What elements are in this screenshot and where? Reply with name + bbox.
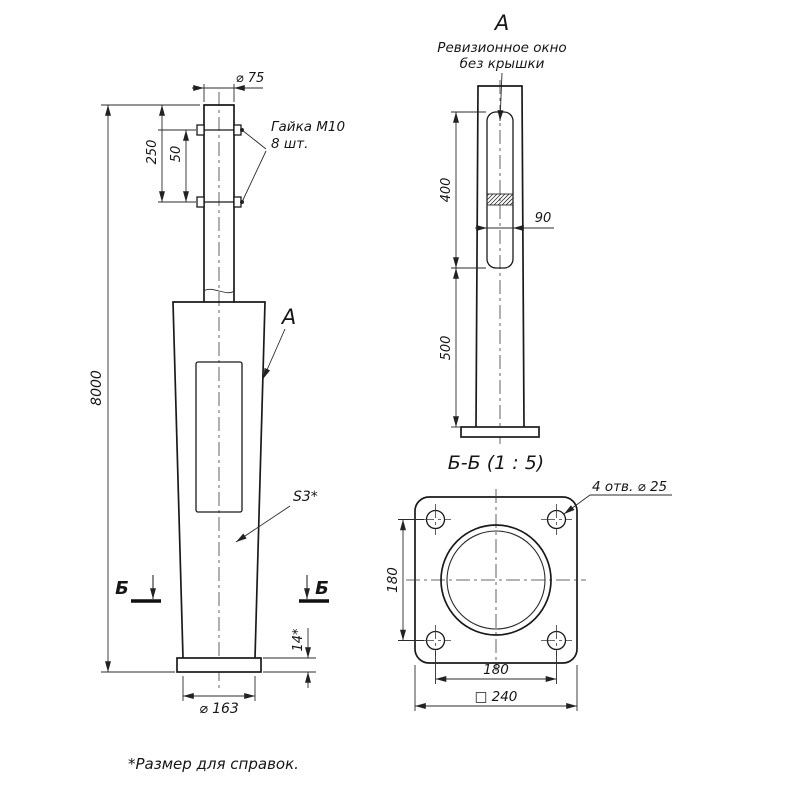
dim-250-50 (101, 104, 200, 203)
base-plate (176, 657, 262, 673)
dim-14 (263, 628, 316, 688)
nut-callout-line1: Гайка М10 (271, 119, 345, 135)
dim-50-label: 50 (169, 146, 184, 163)
dim-400-label: 400 (439, 178, 454, 203)
nuts (196, 124, 242, 208)
dim-500 (451, 267, 461, 428)
view-a-window-slot (486, 111, 514, 269)
view-a-subtitle-2: без крышки (460, 56, 545, 72)
holes-callout-leader (563, 494, 672, 515)
leader-dot (240, 200, 244, 204)
section-cut-markers (131, 575, 329, 603)
label-a-leader (262, 328, 286, 380)
view-a-base-plate (460, 426, 540, 438)
subtitle-leader (497, 72, 504, 122)
section-bb-title: Б-Б (1 : 5) (448, 452, 544, 474)
view-a-pole-outline (475, 85, 525, 428)
dim-180-horizontal (435, 651, 557, 684)
section-bb: Б-Б (1 : 5) 4 отв. ⌀ 25 (385, 452, 672, 711)
dim-dia75 (192, 84, 263, 102)
dim-180-horizontal-label: 180 (483, 662, 509, 678)
pole-body-outline (172, 301, 266, 659)
holes-callout-label: 4 отв. ⌀ 25 (592, 479, 667, 495)
dim-240-label: □ 240 (475, 689, 518, 705)
dim-400 (451, 111, 486, 269)
dim-180-vertical (398, 519, 424, 641)
dim-8000-label: 8000 (89, 370, 105, 406)
dim-90-label: 90 (535, 211, 552, 226)
dim-250-label: 250 (145, 140, 160, 165)
dim-dia163-label: ⌀ 163 (199, 701, 239, 717)
main-view: Гайка М10 8 шт. ⌀ 75 250 50 8000 (89, 71, 345, 717)
section-letter-right: Б (315, 578, 329, 599)
dim-500-label: 500 (439, 336, 454, 361)
footnote: *Размер для справок. (128, 755, 299, 773)
s3-leader (235, 505, 291, 543)
pole-tube-inner-circle (446, 530, 546, 630)
view-label-a: А (280, 305, 296, 329)
view-a-subtitle-1: Ревизионное окно (437, 40, 566, 56)
view-a: А Ревизионное окно без крышки (437, 11, 567, 447)
dim-240 (414, 665, 578, 711)
dim-14-label: 14* (291, 628, 306, 652)
view-a-title: А (493, 11, 509, 35)
pole-tube-outer-circle (440, 524, 552, 636)
bolt-holes (420, 504, 572, 656)
dim-180-vertical-label: 180 (385, 567, 401, 593)
break-line (203, 288, 235, 294)
dim-dia75-label: ⌀ 75 (236, 71, 265, 86)
dim-dia163 (182, 676, 256, 701)
window-strip-hatched (486, 193, 514, 206)
nut-callout-leader (240, 128, 267, 204)
dim-8000 (101, 104, 175, 673)
inspection-window-outline (195, 361, 243, 513)
s3-label: S3* (293, 489, 318, 505)
nut-callout-line2: 8 шт. (271, 136, 308, 152)
leader-dot (240, 128, 244, 132)
section-letter-left: Б (115, 578, 129, 599)
